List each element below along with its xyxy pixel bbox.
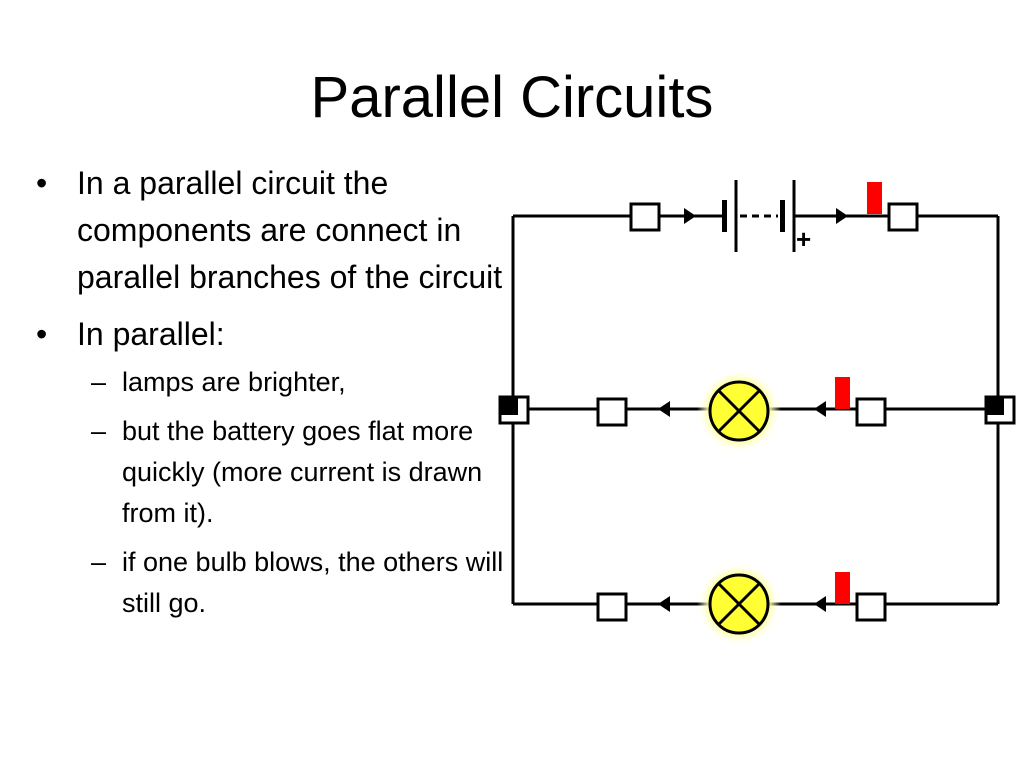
junction-node-icon	[498, 395, 530, 425]
switch-marker-icon	[835, 377, 850, 409]
current-arrow-icon	[684, 208, 696, 224]
battery-plus-label: +	[796, 224, 811, 254]
sub-bullet-item: – if one bulb blows, the others will sti…	[77, 542, 506, 624]
sub-bullet-text: lamps are brighter,	[122, 367, 346, 397]
terminal-box-icon	[596, 592, 628, 622]
sub-bullet-list: – lamps are brighter, – but the battery …	[77, 362, 506, 624]
bullet-text: In a parallel circuit the components are…	[77, 165, 503, 295]
junction-node-icon	[984, 395, 1016, 425]
terminal-box-icon	[887, 202, 919, 232]
bullet-item: • In a parallel circuit the components a…	[36, 160, 506, 301]
parallel-circuit-diagram: +	[498, 180, 1016, 646]
bullet-text: In parallel:	[77, 316, 225, 352]
bullet-marker: •	[36, 165, 48, 201]
switch-marker-icon	[835, 572, 850, 604]
sub-bullet-item: – but the battery goes flat more quickly…	[77, 411, 506, 534]
current-arrow-icon	[658, 596, 670, 612]
current-arrow-icon	[814, 401, 826, 417]
current-arrow-icon	[658, 401, 670, 417]
bullet-list: • In a parallel circuit the components a…	[36, 160, 506, 634]
current-arrow-icon	[836, 208, 848, 224]
sub-bullet-text: if one bulb blows, the others will still…	[122, 547, 504, 618]
terminal-box-icon	[596, 397, 628, 427]
current-arrow-icon	[814, 596, 826, 612]
lamp-icon	[697, 562, 781, 646]
terminal-box-icon	[855, 592, 887, 622]
sub-bullet-marker: –	[91, 367, 107, 397]
bullet-marker: •	[36, 316, 48, 352]
sub-bullet-text: but the battery goes flat more quickly (…	[122, 416, 483, 528]
lamp-icon	[697, 369, 781, 453]
sub-bullet-item: – lamps are brighter,	[77, 362, 506, 403]
terminal-box-icon	[855, 397, 887, 427]
bullet-item: • In parallel: – lamps are brighter, – b…	[36, 311, 506, 624]
slide-title: Parallel Circuits	[310, 65, 714, 130]
battery-icon: +	[722, 180, 811, 254]
terminal-box-icon	[629, 202, 661, 232]
switch-marker-icon	[867, 182, 882, 214]
sub-bullet-marker: –	[91, 416, 107, 446]
sub-bullet-marker: –	[91, 547, 107, 577]
